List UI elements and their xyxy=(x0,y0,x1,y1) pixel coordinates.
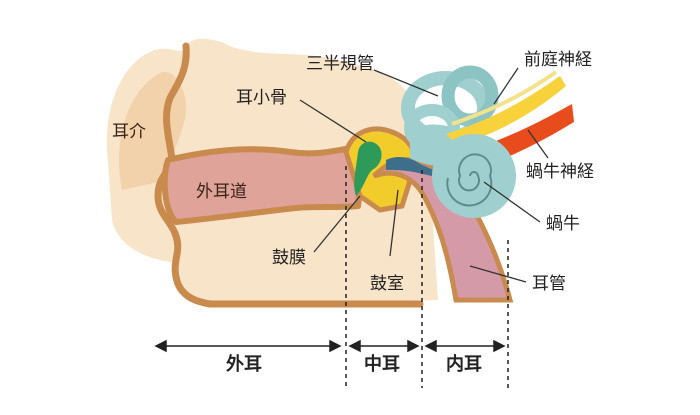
ear-canal-label: 外耳道 xyxy=(196,182,247,202)
inner-ear-label: 内耳 xyxy=(446,354,482,375)
semicircular-canals-label: 三半規管 xyxy=(306,54,374,74)
region-arrows xyxy=(154,339,506,353)
middle-ear-label: 中耳 xyxy=(364,354,400,375)
region-dividers xyxy=(345,166,509,388)
vestibular-nerve-label: 前庭神経 xyxy=(524,50,592,70)
eustachian-tube-label: 耳管 xyxy=(532,274,566,294)
eardrum-label: 鼓膜 xyxy=(272,248,306,268)
cochlear-nerve-label: 蝸牛神経 xyxy=(526,162,594,182)
auricle-label: 耳介 xyxy=(112,122,146,142)
ossicles-label: 耳小骨 xyxy=(236,88,287,108)
ear-canal-shape xyxy=(161,145,365,225)
vestibular-nerve-shape xyxy=(446,76,566,146)
tympanic-cavity-label: 鼓室 xyxy=(370,274,404,294)
leader-lines xyxy=(299,67,549,283)
ossicles-shape xyxy=(354,141,382,196)
auricle-outline xyxy=(154,42,424,308)
cochlea-label: 蝸牛 xyxy=(546,214,580,234)
outer-ear-label: 外耳 xyxy=(226,354,262,375)
cochlea-shape xyxy=(432,134,516,218)
vestibular-nerve-strand xyxy=(451,70,558,126)
